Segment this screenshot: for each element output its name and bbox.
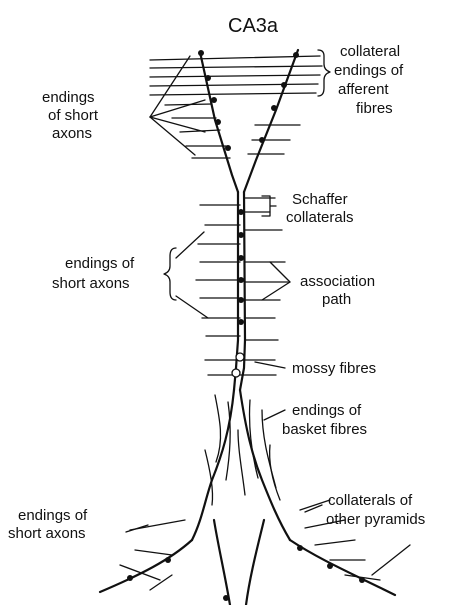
label-collaterals-other-pyramids: collaterals of other pyramids [326,492,425,528]
brace-mid-short-axons [164,248,176,300]
label-schaffer-collaterals: Schaffer collaterals [286,191,354,226]
mid-section-lines [196,198,288,375]
upper-branch-synapses [198,50,299,151]
label-endings-basket-fibres: endings of basket fibres [282,402,367,438]
afferent-fibre-lines [150,56,322,95]
brace-schaffer [262,196,276,216]
label-collateral-endings-afferent: collateral endings of afferent fibres [334,43,407,117]
mossy-fibre-excrescences [232,353,285,377]
upper-short-axon-endings [165,104,300,158]
label-endings-short-axons-bottom: endings of short axons [8,507,91,542]
leader-lines-upper-left [150,56,205,155]
diagram-title: CA3a [228,15,279,37]
brace-collateral-endings [318,50,330,96]
label-mossy-fibres: mossy fibres [292,360,376,377]
label-endings-short-axons-top: endings of short axons [42,89,102,142]
basket-fibre-endings [205,395,285,505]
label-endings-short-axons-mid: endings of short axons [52,255,138,292]
label-association-path: association path [300,273,379,308]
leader-lines-association [176,232,290,318]
